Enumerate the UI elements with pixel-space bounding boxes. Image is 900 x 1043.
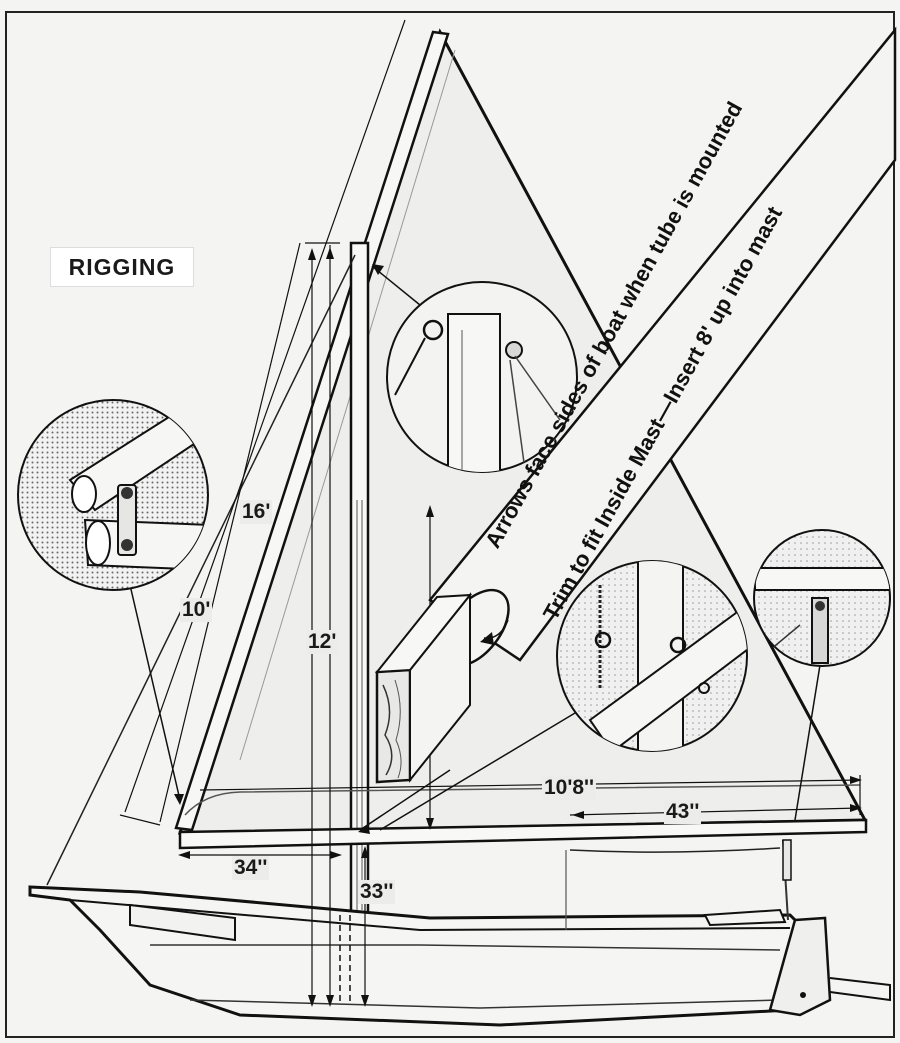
detail-rudder-fitting-circle (753, 529, 891, 667)
detail-clamp-circle (17, 399, 209, 591)
detail-boom-fitting-circle (556, 560, 748, 752)
mast (349, 241, 370, 915)
forestay (46, 254, 356, 886)
dimension-12ft: 12' (306, 630, 339, 654)
frame-border (5, 11, 895, 1038)
diagram-title: RIGGING (50, 247, 194, 287)
dimension-lines (119, 19, 861, 1005)
boom (178, 818, 868, 850)
dimension-10ft: 10' (180, 598, 213, 622)
dimension-arrowheads (178, 247, 862, 1007)
dimension-10ft8in: 10'8'' (542, 776, 597, 800)
detail-masthead-circle (386, 281, 578, 473)
dimension-34in: 34'' (232, 856, 270, 880)
rudder (768, 916, 832, 1017)
dimension-43in: 43'' (664, 800, 702, 824)
mast-tube (374, 26, 897, 784)
dimension-33in: 33'' (358, 880, 396, 904)
dimension-16ft: 16' (240, 500, 273, 524)
